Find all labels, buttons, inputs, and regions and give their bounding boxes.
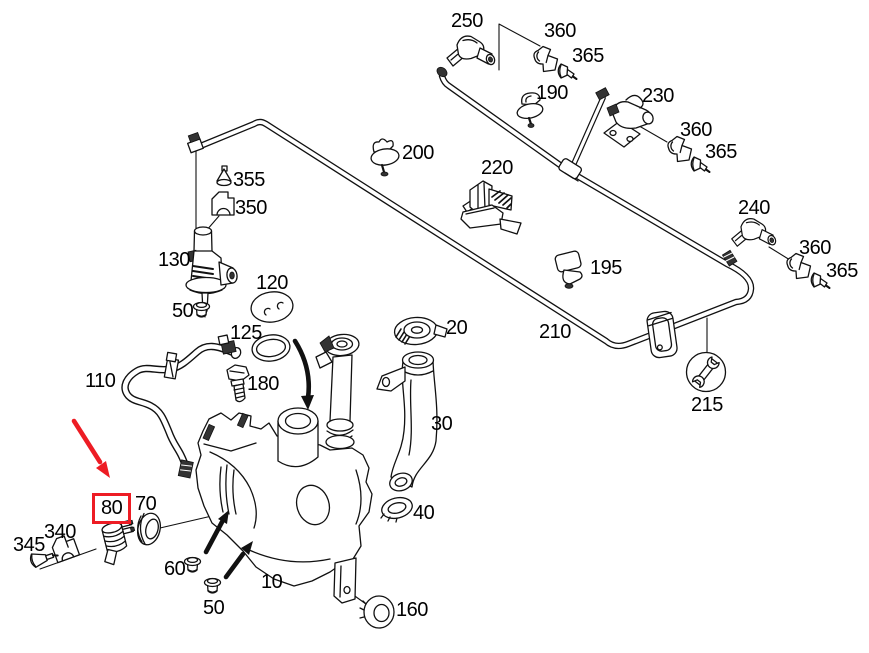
part-label-360: 360 <box>799 237 831 259</box>
clip-195 <box>554 250 583 289</box>
part-label-50: 50 <box>172 300 194 322</box>
part-label-365: 365 <box>826 260 858 282</box>
part-label-130: 130 <box>158 249 190 271</box>
part-label-80-highlighted: 80 <box>92 493 132 524</box>
hose-end-fitting-top <box>436 66 448 78</box>
part-label-365: 365 <box>705 141 737 163</box>
assembly-arrows <box>203 338 314 580</box>
grommet-50-bottom <box>203 577 222 594</box>
plug-160 <box>359 595 395 629</box>
filler-neck-30 <box>376 351 438 492</box>
part-label-240: 240 <box>738 197 770 219</box>
part-label-360: 360 <box>544 20 576 42</box>
seal-ring-70 <box>136 512 162 546</box>
reservoir-filler-tower <box>277 407 319 468</box>
hose-clamp <box>163 351 180 380</box>
reservoir-10 <box>195 333 373 604</box>
washer-jet-240 <box>731 218 778 247</box>
part-label-110: 110 <box>85 370 116 392</box>
clip-200 <box>370 138 400 177</box>
part-label-160: 160 <box>396 599 428 621</box>
washer-jet-250 <box>446 35 497 67</box>
part-label-360: 360 <box>680 119 712 141</box>
seal-ring-40 <box>380 496 413 523</box>
part-label-120: 120 <box>256 272 288 294</box>
reservoir-bottom-bracket <box>333 557 357 604</box>
hose-end-fitting-left <box>187 131 204 154</box>
hose-210 <box>187 66 755 359</box>
damper-360-top <box>533 45 559 73</box>
part-label-190: 190 <box>536 82 568 104</box>
part-label-200: 200 <box>402 142 434 164</box>
part-label-210: 210 <box>539 321 571 343</box>
part-label-40: 40 <box>413 502 435 524</box>
grommet-210 <box>646 310 678 359</box>
washer-pump-130 <box>185 226 238 319</box>
part-label-230: 230 <box>642 85 674 107</box>
part-label-60: 60 <box>164 558 186 580</box>
highlight-arrow <box>71 418 110 478</box>
part-label-250: 250 <box>451 10 483 32</box>
cap-120 <box>250 291 294 323</box>
part-label-125: 125 <box>230 322 262 344</box>
grommet-60 <box>183 556 202 573</box>
reservoir-pump-tower <box>315 333 360 450</box>
part-label-195: 195 <box>590 257 622 279</box>
bolt-180 <box>226 364 250 403</box>
part-label-365: 365 <box>572 45 604 67</box>
valve-355 <box>216 165 232 187</box>
part-label-70: 70 <box>135 493 157 515</box>
hose-branch-nipple <box>595 87 610 101</box>
hose-tee-nipple <box>721 249 738 267</box>
washer-jet-230 <box>603 94 654 148</box>
part-label-10: 10 <box>261 571 283 593</box>
part-label-345: 345 <box>13 534 45 556</box>
part-label-180: 180 <box>247 373 279 395</box>
holder-350 <box>211 191 235 216</box>
o-ring-125 <box>251 334 291 362</box>
part-label-340: 340 <box>44 521 76 543</box>
holder-220 <box>460 180 522 235</box>
grommet-50-top <box>192 301 211 318</box>
holder-340 <box>51 535 81 564</box>
part-label-355: 355 <box>233 169 265 191</box>
part-label-350: 350 <box>235 197 267 219</box>
wrench-icon <box>685 351 727 393</box>
sensor-80 <box>101 519 136 566</box>
part-label-220: 220 <box>481 157 513 179</box>
part-label-20: 20 <box>446 317 468 339</box>
part-label-50: 50 <box>203 597 225 619</box>
plug-345 <box>29 552 59 568</box>
part-label-215: 215 <box>691 394 723 416</box>
part-label-30: 30 <box>431 413 453 435</box>
hose-junction-sleeve <box>558 158 583 182</box>
hose-110 <box>121 334 242 479</box>
clip-190 <box>516 92 544 128</box>
filler-cap-20 <box>393 316 448 346</box>
